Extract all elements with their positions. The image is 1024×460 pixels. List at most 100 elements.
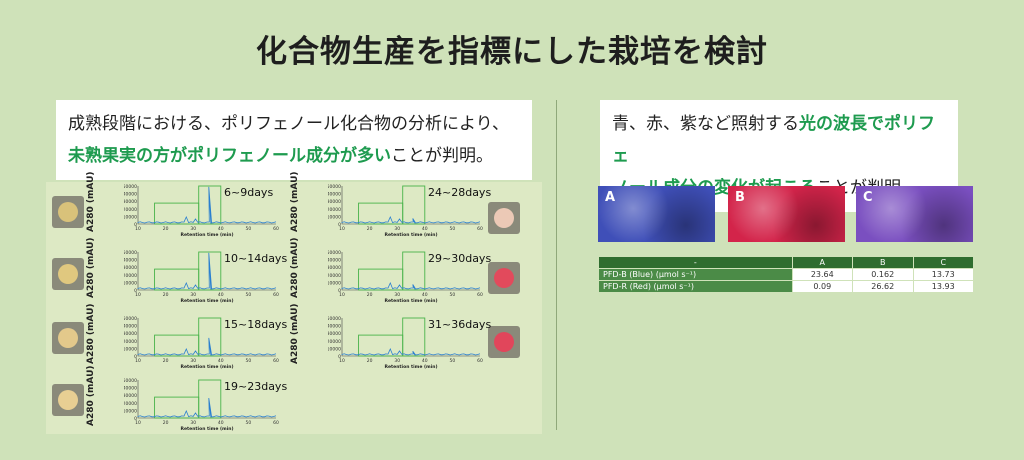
y-tick-label: 40000 <box>328 258 341 264</box>
x-tick-label: 40 <box>422 292 428 298</box>
y-tick-label: 30000 <box>328 331 341 337</box>
y-axis-label: A280 (mAU) <box>290 303 300 365</box>
axis-lines <box>137 318 276 357</box>
table-cell: 13.73 <box>912 268 974 281</box>
fruit-photo <box>52 384 84 416</box>
x-tick-label: 50 <box>246 358 252 364</box>
x-tick-label: 10 <box>135 358 141 364</box>
sample-image-c: C <box>856 186 973 242</box>
fruit-blob <box>494 268 514 288</box>
y-tick-label: 50000 <box>124 316 137 322</box>
chromatogram-trace <box>341 347 481 356</box>
y-tick-label: 10000 <box>124 280 137 286</box>
table-header-cell: - <box>598 256 793 269</box>
table-header-cell: C <box>912 256 974 269</box>
axis-lines <box>341 186 480 225</box>
y-tick-label: 20000 <box>124 401 137 407</box>
x-tick-label: 40 <box>218 226 224 232</box>
x-tick-label: 40 <box>422 226 428 232</box>
chromatogram-trace <box>341 215 481 224</box>
y-tick-label: 0 <box>338 354 341 360</box>
x-tick-label: 10 <box>339 358 345 364</box>
x-tick-label: 30 <box>394 292 400 298</box>
axis-lines <box>137 252 276 291</box>
right-note-highlight-1: 光の波長でポリフェ <box>612 114 935 166</box>
x-tick-label: 50 <box>246 226 252 232</box>
left-note-line1: 成熟段階における、ポリフェノール化合物の分析により、 <box>68 114 509 134</box>
x-tick-label: 50 <box>246 420 252 426</box>
y-axis-label: A280 (mAU) <box>290 237 300 299</box>
highlight-box <box>402 185 426 225</box>
y-tick-label: 10000 <box>124 346 137 352</box>
y-tick-label: 50000 <box>328 184 341 190</box>
x-tick-label: 10 <box>339 292 345 298</box>
y-tick-label: 50000 <box>124 184 137 190</box>
fruit-blob <box>494 332 514 352</box>
highlight-box <box>154 202 200 225</box>
y-axis-label: A280 (mAU) <box>86 171 96 233</box>
y-tick-label: 10000 <box>124 408 137 414</box>
x-tick-label: 30 <box>190 226 196 232</box>
highlight-box <box>154 268 200 291</box>
fruit-photo <box>488 326 520 358</box>
y-tick-label: 30000 <box>124 331 137 337</box>
x-tick-label: 10 <box>135 226 141 232</box>
days-label: 15~18days <box>224 318 288 331</box>
fruit-photo <box>488 202 520 234</box>
y-tick-label: 40000 <box>328 192 341 198</box>
x-tick-label: 20 <box>367 358 373 364</box>
x-tick-label: 60 <box>477 292 483 298</box>
x-tick-label: 20 <box>163 420 169 426</box>
sample-image-a: A <box>598 186 715 242</box>
highlight-box <box>358 268 404 291</box>
y-tick-label: 40000 <box>124 386 137 392</box>
highlight-box <box>358 334 404 357</box>
x-tick-label: 60 <box>477 358 483 364</box>
y-tick-label: 40000 <box>124 324 137 330</box>
days-label: 10~14days <box>224 252 288 265</box>
x-tick-label: 10 <box>135 292 141 298</box>
sample-image-label: B <box>735 190 745 205</box>
y-tick-label: 0 <box>134 354 137 360</box>
axis-lines <box>341 318 480 357</box>
y-tick-label: 30000 <box>124 393 137 399</box>
chromatogram-trace <box>137 337 277 356</box>
x-tick-label: 40 <box>218 292 224 298</box>
y-axis-label: A280 (mAU) <box>290 171 300 233</box>
x-tick-label: 30 <box>190 292 196 298</box>
x-tick-label: 60 <box>273 420 279 426</box>
x-axis-label: Retention time (min) <box>384 364 437 370</box>
x-tick-label: 20 <box>367 292 373 298</box>
divider <box>556 100 557 430</box>
right-note-line1: 青、赤、紫など照射する光の波長でポリフェ <box>612 108 946 172</box>
x-axis-label: Retention time (min) <box>180 298 233 304</box>
y-axis-label: A280 (mAU) <box>86 237 96 299</box>
y-tick-label: 10000 <box>328 214 341 220</box>
x-tick-label: 40 <box>218 358 224 364</box>
y-tick-label: 30000 <box>124 199 137 205</box>
fruit-photo <box>488 262 520 294</box>
fruit-blob <box>494 208 514 228</box>
y-tick-label: 0 <box>338 222 341 228</box>
highlight-box <box>198 317 222 357</box>
right-note-plain: 青、赤、紫など照射する <box>612 114 799 134</box>
page-title: 化合物生産を指標にした栽培を検討 <box>256 34 768 70</box>
row-name: PFD-R (Red) (µmol s⁻¹) <box>598 280 793 293</box>
chromatogram-trace <box>137 397 277 418</box>
x-tick-label: 30 <box>190 420 196 426</box>
y-tick-label: 10000 <box>328 280 341 286</box>
sample-image-label: A <box>605 190 616 205</box>
sample-image-label: C <box>863 190 873 205</box>
x-tick-label: 30 <box>394 358 400 364</box>
table-cell: 0.162 <box>852 268 914 281</box>
left-note-rest: ことが判明。 <box>391 146 493 166</box>
days-label: 29~30days <box>428 252 492 265</box>
x-tick-label: 50 <box>450 226 456 232</box>
x-tick-label: 20 <box>163 292 169 298</box>
highlight-box <box>402 317 426 357</box>
x-tick-label: 20 <box>163 358 169 364</box>
x-axis-label: Retention time (min) <box>384 232 437 238</box>
